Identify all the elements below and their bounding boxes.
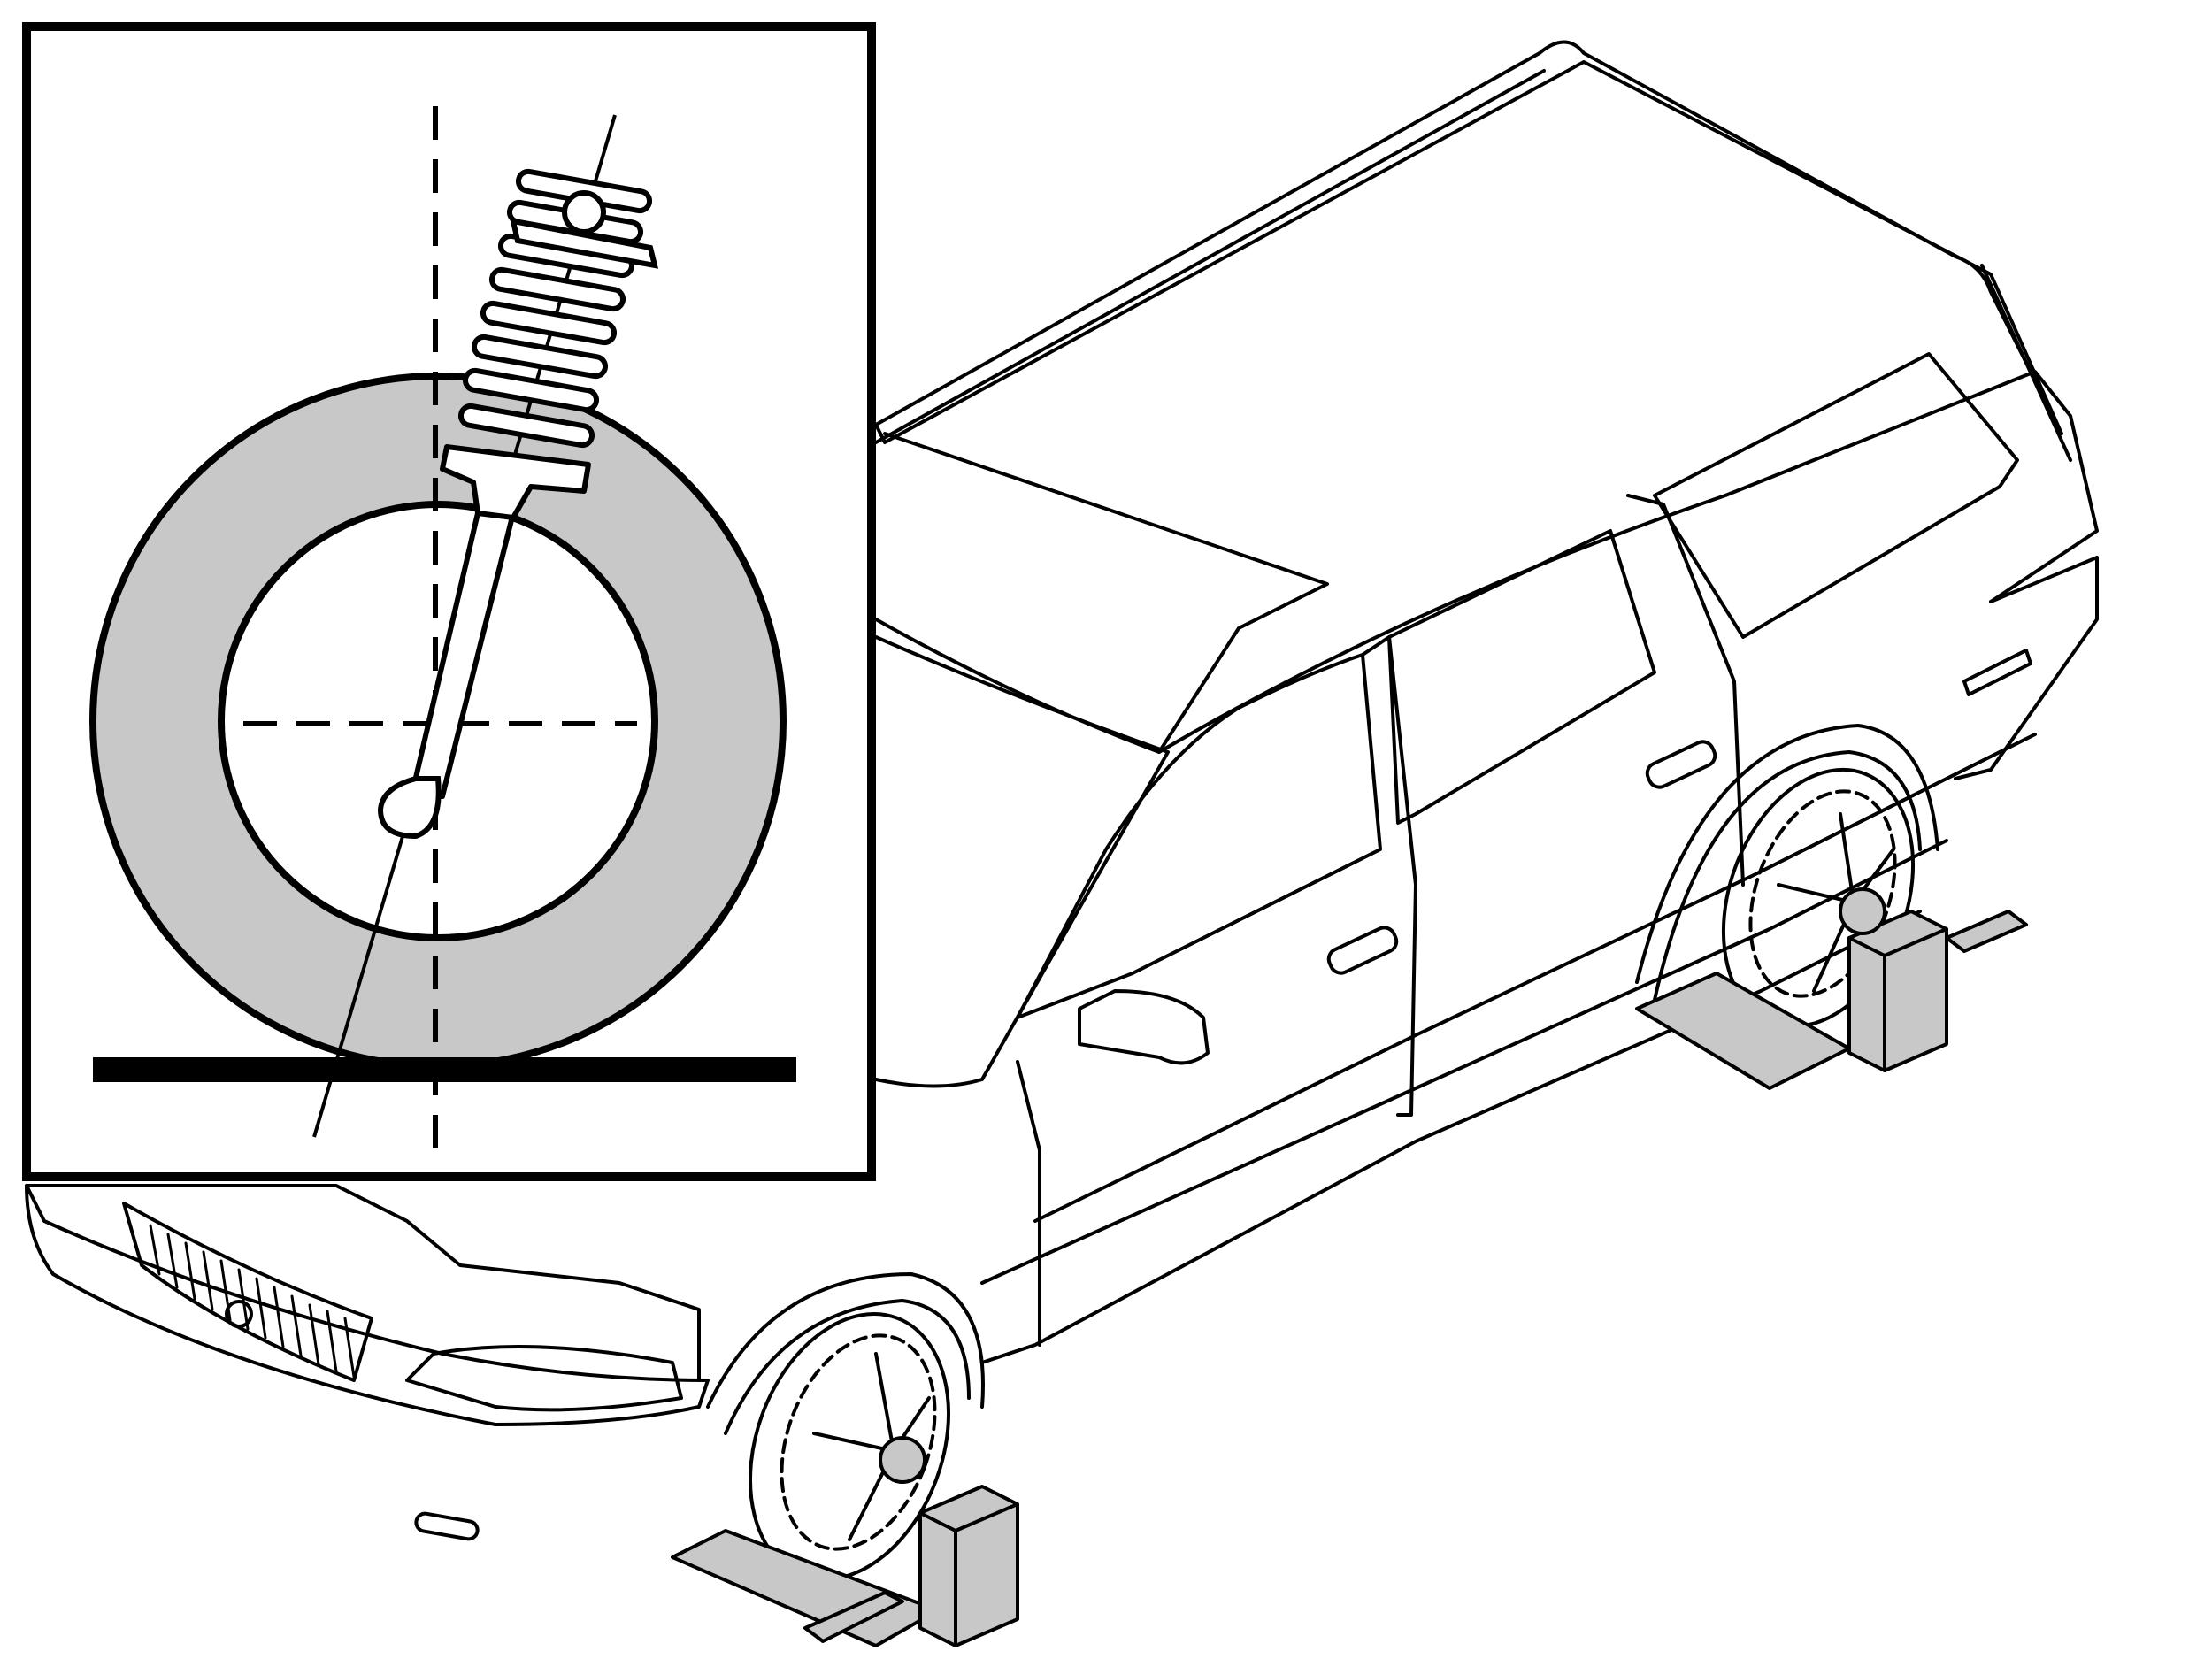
side-mirror: [1078, 989, 1210, 1065]
rear-door-handle: [1645, 740, 1717, 789]
rear-wheel-arch-inner: [1653, 750, 1922, 1002]
roof-rail: [874, 69, 2072, 462]
rear-door-window: [1387, 529, 1656, 825]
grille-bars: [149, 1224, 356, 1379]
cargo-window: [1653, 352, 2019, 639]
rear-alignment-clamp: [1635, 887, 2028, 1090]
car-icon: [25, 40, 2099, 1541]
car-hood: [874, 635, 1170, 1088]
body-crease: [1033, 733, 2037, 1223]
headlight: [405, 1345, 683, 1412]
fog-light: [414, 1511, 480, 1541]
rear-wheel-spokes: [1777, 812, 1895, 993]
windshield: [874, 432, 1329, 754]
strut-knuckle: [377, 776, 442, 840]
rear-quarter: [1954, 556, 2099, 780]
body-side-lower: [980, 910, 1922, 1364]
b-pillar: [1361, 635, 1417, 1117]
ground-line: [93, 1057, 796, 1082]
front-wheel-arch: [706, 1272, 985, 1409]
grille-badge: [225, 1300, 253, 1328]
strut-top-bolt: [562, 190, 606, 234]
c-pillar: [1626, 494, 1745, 887]
car-roof: [874, 40, 2063, 444]
front-bumper: [25, 1184, 710, 1426]
inset-panel: [22, 22, 876, 1181]
front-door-seam: [1016, 1060, 1041, 1347]
door-sill: [980, 839, 1948, 1285]
wheel-alignment-clamp-icon: [671, 1436, 1019, 1647]
front-wheel-arch-inner: [724, 1299, 971, 1435]
strut-top-mount: [510, 218, 659, 269]
front-sensor-box-edge: [918, 1502, 1019, 1647]
rear-wheel-arch: [1635, 724, 1939, 984]
lower-spring-seat: [440, 444, 591, 520]
front-wheel-spokes: [812, 1352, 931, 1541]
rear-turnplate-rail: [1945, 910, 2028, 953]
grille-frame: [122, 1202, 373, 1382]
front-face: [25, 1184, 701, 1382]
rear-clamp-hub: [1839, 887, 1886, 935]
front-turnplate-rail: [803, 1591, 904, 1643]
front-door-window: [1016, 653, 1382, 1019]
suspension-strut-icon: [377, 168, 659, 840]
front-clamp-hub: [879, 1436, 926, 1484]
body-side-upper: [1157, 370, 2099, 754]
rear-sensor-box-edge: [1847, 927, 1948, 1072]
front-door-handle: [1326, 926, 1399, 975]
tail-lamp-strip: [1962, 649, 2032, 696]
